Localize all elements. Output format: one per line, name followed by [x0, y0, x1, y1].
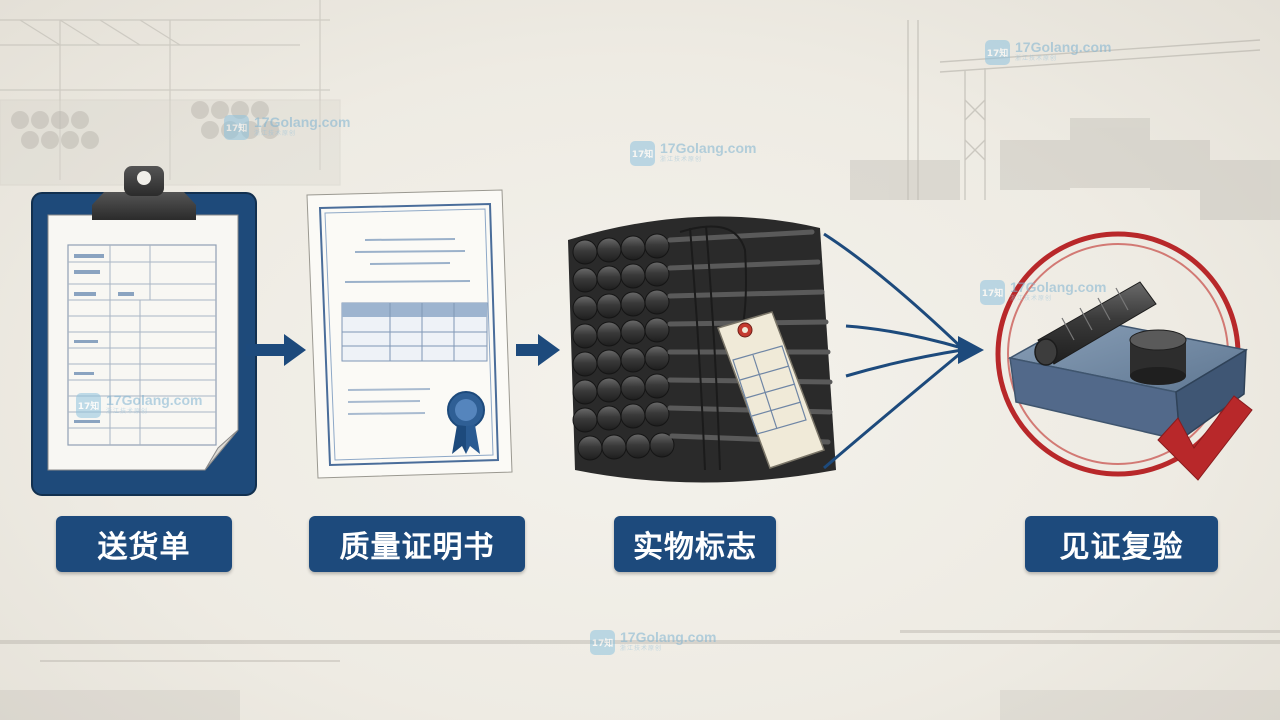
step-label-text: 质量证明书	[339, 530, 495, 565]
watermark: 17知 17Golang.com 浙江技术原创	[985, 40, 1111, 65]
watermark: 17知 17Golang.com 浙江技术原创	[980, 280, 1106, 305]
watermark-text: 17Golang.com	[1010, 279, 1107, 295]
watermark-text: 17Golang.com	[660, 140, 757, 156]
watermark-text: 17Golang.com	[620, 629, 717, 645]
rebar-bundle-icon	[568, 216, 836, 483]
merge-arrows-icon	[823, 232, 964, 470]
step-label-quality-certificate: 质量证明书	[309, 516, 525, 572]
arrow-2-icon	[516, 334, 560, 366]
watermark: 17知 17Golang.com 浙江技术原创	[630, 141, 756, 166]
grunge-texture	[0, 630, 1280, 720]
step-label-text: 送货单	[97, 530, 191, 565]
watermark-text: 17Golang.com	[1015, 39, 1112, 55]
container-stack-sketch	[850, 118, 1280, 220]
pipe-stack-sketch	[11, 101, 279, 149]
test-sample-checkmark-icon	[995, 231, 1253, 481]
clipboard-icon	[31, 166, 257, 496]
watermark-subtext: 浙江技术原创	[1010, 295, 1053, 302]
watermark-logo-icon: 17知	[590, 630, 615, 655]
watermark-logo-icon: 17知	[630, 141, 655, 166]
step-label-text: 见证复验	[1059, 530, 1184, 565]
merge-arrowhead-icon	[958, 336, 984, 364]
step-label-witness-retest: 见证复验	[1025, 516, 1218, 572]
watermark: 17知 17Golang.com 浙江技术原创	[590, 630, 716, 655]
watermark-subtext: 浙江技术原创	[1015, 55, 1058, 62]
arrow-1-icon	[246, 334, 306, 366]
watermark-logo-icon: 17知	[980, 280, 1005, 305]
watermark: 17知 17Golang.com 浙江技术原创	[224, 115, 350, 140]
watermark-text: 17Golang.com	[106, 392, 203, 408]
watermark-logo-icon: 17知	[224, 115, 249, 140]
step-label-physical-marking: 实物标志	[614, 516, 776, 572]
watermark-text: 17Golang.com	[254, 114, 351, 130]
certificate-icon	[306, 189, 513, 479]
watermark-subtext: 浙江技术原创	[660, 156, 703, 163]
watermark-subtext: 浙江技术原创	[620, 645, 663, 652]
step-label-delivery-note: 送货单	[56, 516, 232, 572]
watermark-logo-icon: 17知	[985, 40, 1010, 65]
watermark-logo-icon: 17知	[76, 393, 101, 418]
watermark-subtext: 浙江技术原创	[106, 408, 149, 415]
step-label-text: 实物标志	[633, 530, 757, 565]
watermark: 17知 17Golang.com 浙江技术原创	[76, 393, 202, 418]
watermark-subtext: 浙江技术原创	[254, 130, 297, 137]
warehouse-sketch-left	[0, 0, 341, 186]
